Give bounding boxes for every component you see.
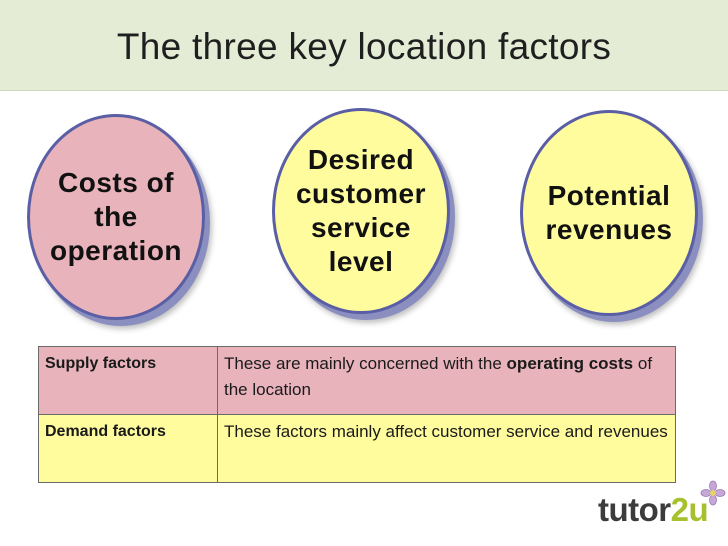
flower-icon <box>700 480 726 506</box>
circle-costs-of-operation: Costs of the operation <box>27 114 205 320</box>
circle-label-revenues: Potential revenues <box>545 180 673 245</box>
circle-desired-customer-service-level: Desired customer service level <box>272 108 450 314</box>
factor-table: Supply factors These are mainly concerne… <box>38 346 676 483</box>
supply-label: Supply factors <box>38 346 218 415</box>
tutor2u-logo: tutor2u <box>598 480 726 532</box>
demand-label: Demand factors <box>38 414 218 483</box>
supply-text-pre: These are mainly concerned with the <box>224 354 507 373</box>
logo-text-accent: 2u <box>670 491 709 528</box>
circle-label-costs: Costs of the operation <box>49 167 183 266</box>
circle-label-service: Desired customer service level <box>295 144 427 277</box>
logo-text-main: tutor <box>598 491 671 528</box>
supply-text-post: of the location <box>224 354 653 399</box>
table-row-supply: Supply factors These are mainly concerne… <box>38 346 676 415</box>
circle-potential-revenues: Potential revenues <box>520 110 698 316</box>
table-row-demand: Demand factors These factors mainly affe… <box>38 414 676 483</box>
demand-description: These factors mainly affect customer ser… <box>217 414 676 483</box>
logo-text: tutor2u <box>598 491 709 529</box>
title-bar: The three key location factors <box>0 0 728 91</box>
slide-title: The three key location factors <box>116 26 612 67</box>
supply-description: These are mainly concerned with the oper… <box>217 346 676 415</box>
supply-text-bold: operating costs <box>506 354 634 373</box>
